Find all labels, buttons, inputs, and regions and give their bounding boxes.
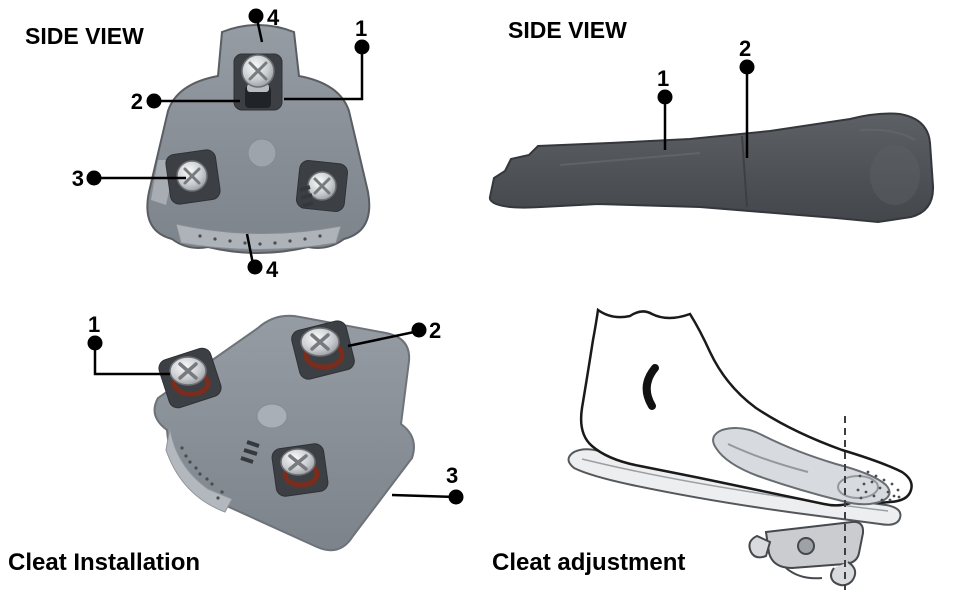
lobe-end-detail (837, 475, 879, 499)
callout-label-1: 1 (88, 312, 100, 337)
cleat-profile-body (488, 112, 935, 224)
logo-marks (299, 185, 314, 208)
callouts-installation: 1 2 3 (87, 312, 464, 505)
cleat-side-profile-illustration (488, 112, 935, 224)
top-bolt-slot (248, 61, 268, 81)
left-bolt-slot (183, 167, 201, 185)
callout-label-2: 2 (131, 89, 143, 114)
pedal-bolt (797, 537, 815, 555)
callout-line (347, 329, 420, 348)
callout-line (93, 343, 170, 376)
callout-label-1: 1 (657, 66, 669, 91)
front-texture-band (165, 427, 233, 513)
profile-seam (741, 135, 748, 208)
panel-cleat-installation: 1 2 3 Cleat Installation (8, 312, 464, 576)
panel-cleat-top-view: SIDE VIEW (25, 5, 371, 282)
pedal-front-claw (748, 534, 772, 559)
foot-outline (579, 307, 913, 507)
callout-label-2: 2 (739, 36, 751, 61)
callout-label-3: 3 (72, 166, 84, 191)
pedal-rear-hook (830, 561, 857, 587)
pedal-mechanism (748, 520, 865, 587)
callout-label-2: 2 (429, 318, 441, 343)
cleat-top-view-illustration (146, 24, 371, 254)
cleat-bottom-strip (175, 223, 342, 250)
center-divot (247, 138, 277, 168)
callouts-top-view: 4 1 2 3 4 (72, 5, 370, 282)
callout-line (284, 47, 364, 101)
callout-dot (411, 322, 427, 338)
profile-highlight-right (859, 128, 916, 141)
side-view-title-right: SIDE VIEW (508, 17, 627, 43)
center-divot (256, 403, 288, 429)
callouts-side-view: 1 2 (657, 36, 755, 158)
cleat-installation-title: Cleat Installation (8, 549, 200, 576)
ball-of-foot-lobe (712, 427, 891, 506)
callout-label-4-bottom: 4 (266, 257, 279, 282)
callout-line (255, 18, 264, 43)
callout-label-4-top: 4 (267, 5, 280, 30)
cleat-adjustment-title: Cleat adjustment (492, 549, 685, 576)
profile-heel-shade (870, 145, 920, 205)
logo-marks (240, 440, 260, 464)
profile-highlight-left (559, 152, 701, 166)
foot-arch-mark (642, 364, 659, 410)
panel-cleat-side-view: SIDE VIEW 1 2 (488, 17, 935, 224)
callout-label-1: 1 (355, 16, 367, 41)
side-view-title-left: SIDE VIEW (25, 23, 144, 49)
front-texture-dots (180, 446, 224, 500)
top-bolt-slot (310, 333, 330, 351)
pedal-underline (785, 567, 823, 580)
toe-stipple-dots (856, 470, 901, 502)
callout-line (245, 233, 255, 265)
bottom-texture-dots (198, 234, 322, 246)
right-bolt-slot (313, 177, 331, 195)
foot-adjustment-illustration (567, 307, 913, 590)
bottom-bolt-slot (288, 454, 308, 471)
callout-label-3: 3 (446, 463, 458, 488)
left-bolt-slot (178, 362, 198, 380)
callout-line (391, 493, 457, 499)
cleat-3d-illustration (153, 314, 415, 552)
callout-dot (247, 259, 263, 275)
panel-cleat-adjustment: Cleat adjustment (492, 307, 913, 590)
callout-dot (248, 8, 264, 24)
lobe-inner-line (727, 443, 809, 473)
